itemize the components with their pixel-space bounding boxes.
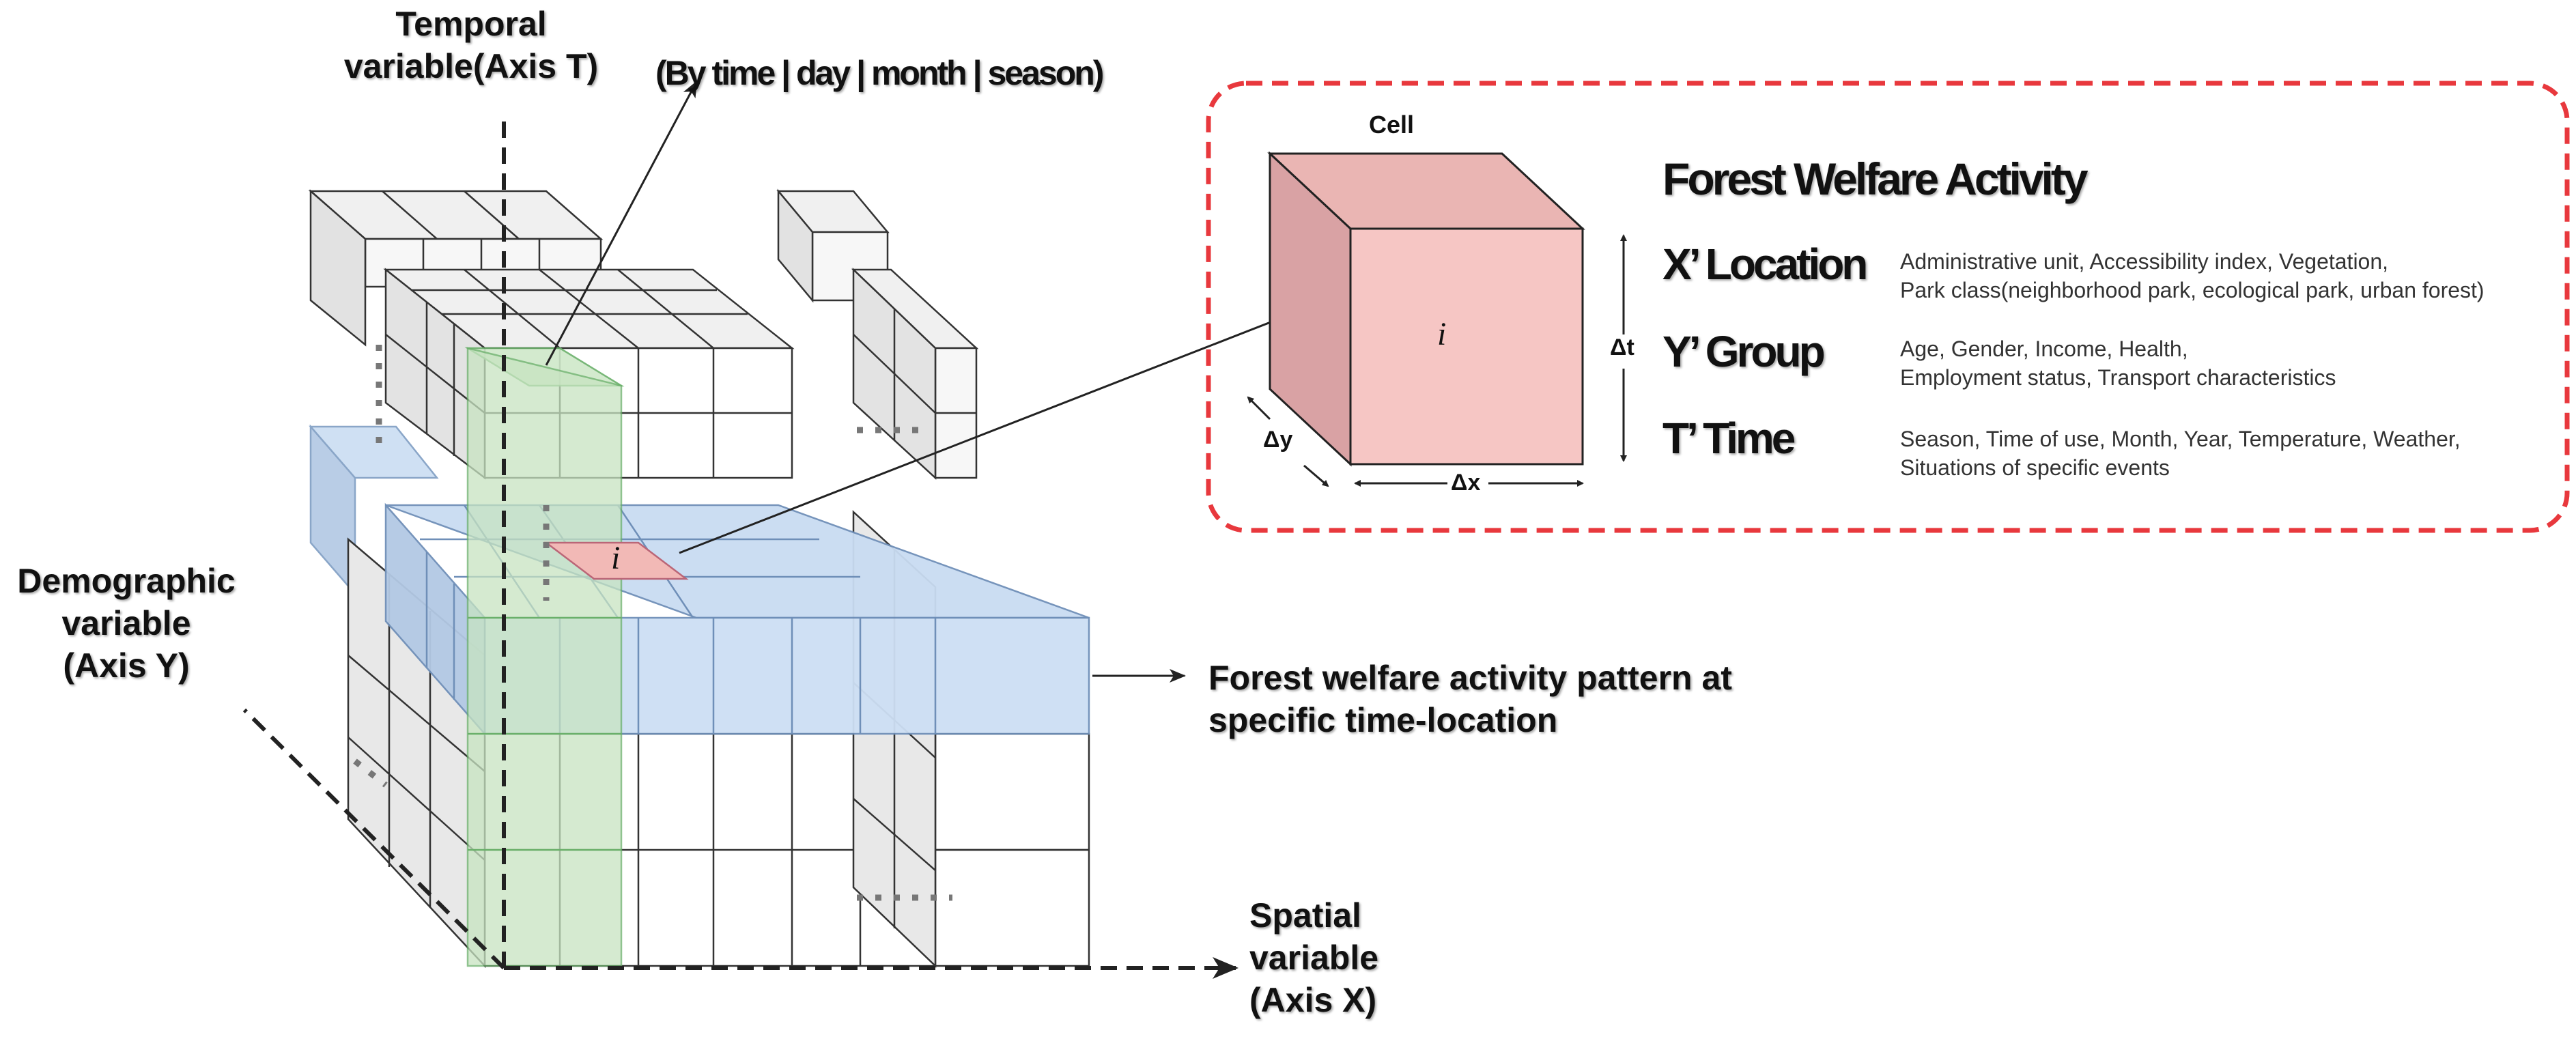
temporal-axis-label-line2: variable(Axis T) — [343, 47, 599, 85]
delta-x-label: Δx — [1451, 470, 1481, 496]
back-tower-side — [777, 188, 814, 303]
legend-title: Forest Welfare Activity — [1662, 154, 2089, 204]
temporal-axis-label: Temporal variable(Axis T) — [328, 3, 614, 87]
spatial-axis-label-line1: Spatial — [1249, 896, 1361, 935]
demographic-axis-label-line3: (Axis Y) — [63, 646, 190, 685]
temporal-axis-label-line1: Temporal — [395, 5, 547, 43]
legend-desc-location-line2: Park class(neighborhood park, ecological… — [1900, 278, 2485, 302]
legend-desc-time-line2: Situations of specific events — [1900, 455, 2170, 480]
legend-term-group: Y’ Group — [1662, 327, 1826, 376]
legend-desc-time: Season, Time of use, Month, Year, Temper… — [1900, 425, 2461, 482]
legend-box — [1206, 81, 2570, 533]
legend-desc-group-line1: Age, Gender, Income, Health, — [1900, 337, 2188, 361]
legend-desc-time-line1: Season, Time of use, Month, Year, Temper… — [1900, 427, 2461, 451]
axes — [242, 113, 1239, 979]
spatial-axis-label-line3: (Axis X) — [1249, 981, 1377, 1019]
spatial-axis-label: Spatial variable (Axis X) — [1249, 894, 1420, 1021]
right-tower-top — [851, 268, 979, 480]
demographic-axis-label-line1: Demographic — [17, 562, 236, 600]
cube-cell-i — [543, 541, 689, 580]
back-cube-block — [308, 188, 890, 347]
legend-desc-group-line2: Employment status, Transport characteris… — [1900, 365, 2336, 390]
legend-term-location: X’ Location — [1662, 240, 1868, 289]
delta-y-arrow — [1247, 396, 1271, 420]
delta-t-label: Δt — [1610, 334, 1634, 360]
legend-desc-location-line1: Administrative unit, Accessibility index… — [1900, 249, 2389, 274]
pattern-label-line2: specific time-location — [1208, 701, 1558, 739]
spatial-axis-label-line2: variable — [1249, 939, 1379, 977]
green-column-front — [466, 347, 623, 967]
pattern-label: Forest welfare activity pattern at speci… — [1208, 657, 1732, 741]
cell-pointer — [679, 302, 1319, 554]
cube-cell-i-label: i — [611, 540, 621, 576]
legend-desc-location: Administrative unit, Accessibility index… — [1900, 247, 2485, 304]
period-pointer — [545, 81, 698, 366]
demographic-axis — [242, 708, 506, 970]
demographic-axis-label: Demographic variable (Axis Y) — [0, 560, 253, 687]
pattern-label-line1: Forest welfare activity pattern at — [1208, 659, 1732, 697]
legend-term-time: T’ Time — [1662, 414, 1796, 463]
delta-y-label: Δy — [1263, 427, 1293, 453]
legend-dimension-arrows — [1247, 234, 1627, 487]
back-block-side — [309, 189, 367, 347]
demographic-axis-label-line2: variable — [61, 604, 191, 642]
blue-back-top — [309, 425, 439, 479]
dotted-markers — [353, 345, 952, 901]
pointer-lines — [545, 81, 1319, 683]
green-column — [464, 347, 625, 967]
period-note: (By time | day | month | season) — [655, 54, 1104, 92]
legend-cell-i-label: i — [1437, 316, 1447, 352]
legend-desc-group: Age, Gender, Income, Health, Employment … — [1900, 334, 2336, 392]
legend-cell-cube — [1267, 151, 1585, 467]
cell-title: Cell — [1369, 111, 1415, 139]
blue-layer-back — [309, 424, 439, 597]
legend-cube-front — [1349, 227, 1584, 466]
